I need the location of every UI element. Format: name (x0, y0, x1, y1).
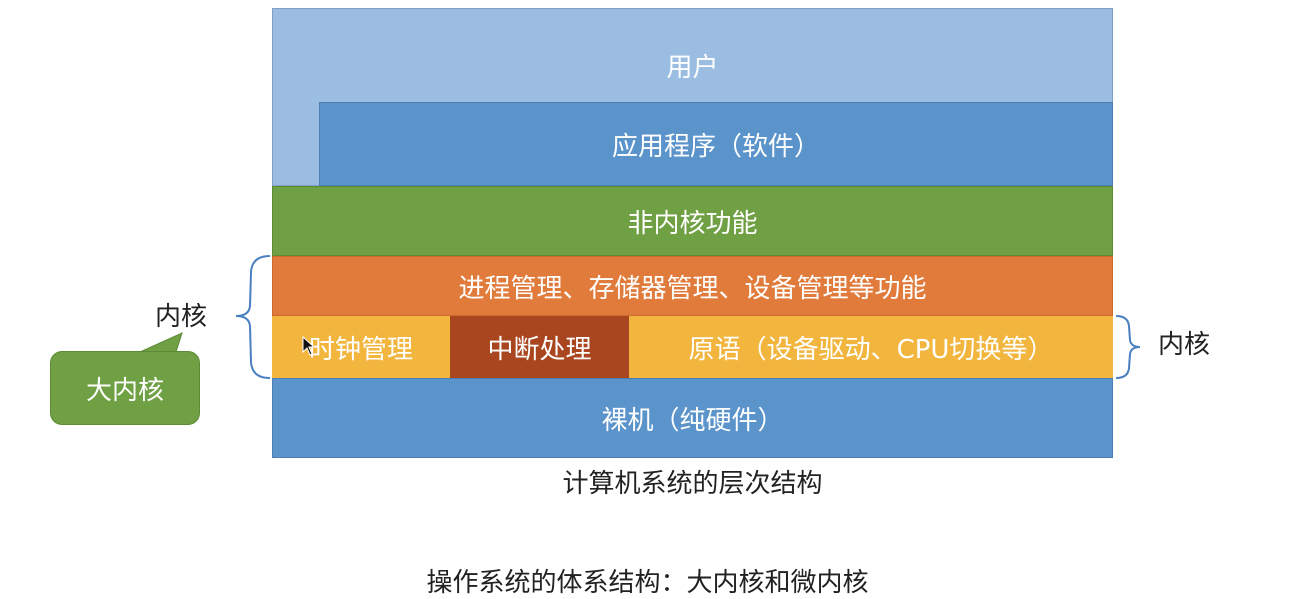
interrupt-handling-label: 中断处理 (487, 334, 592, 365)
page-subtitle: 操作系统的体系结构：大内核和微内核 (426, 568, 869, 598)
kernel-label-left: 内核 (155, 302, 208, 332)
big-kernel-callout: 大内核 (50, 351, 200, 425)
primitive-label: 原语（设备驱动、CPU切换等） (688, 334, 1054, 365)
clock-management-cell: 时钟管理 (272, 316, 450, 378)
hardware-layer-label: 裸机（纯硬件） (601, 405, 784, 436)
interrupt-handling-cell: 中断处理 (450, 316, 629, 378)
application-layer: 应用程序（软件） (319, 102, 1113, 186)
right-kernel-bracket (1115, 315, 1141, 379)
kernel-label-right: 内核 (1158, 330, 1211, 360)
user-layer-label: 用户 (666, 53, 719, 83)
clock-management-label: 时钟管理 (308, 334, 413, 365)
management-layer-label: 进程管理、存储器管理、设备管理等功能 (458, 273, 927, 304)
primitive-cell: 原语（设备驱动、CPU切换等） (629, 316, 1113, 378)
hardware-layer: 裸机（纯硬件） (272, 378, 1113, 458)
kernel-core-row: 时钟管理 中断处理 原语（设备驱动、CPU切换等） (272, 316, 1113, 378)
mouse-pointer-icon (302, 336, 316, 356)
non-kernel-layer-label: 非内核功能 (627, 208, 758, 239)
management-layer: 进程管理、存储器管理、设备管理等功能 (272, 256, 1113, 316)
left-kernel-bracket (235, 255, 271, 379)
diagram-caption: 计算机系统的层次结构 (562, 469, 823, 499)
big-kernel-callout-label: 大内核 (85, 375, 164, 406)
application-layer-label: 应用程序（软件） (611, 131, 820, 162)
callout-tail (139, 332, 183, 353)
non-kernel-layer: 非内核功能 (272, 186, 1113, 256)
